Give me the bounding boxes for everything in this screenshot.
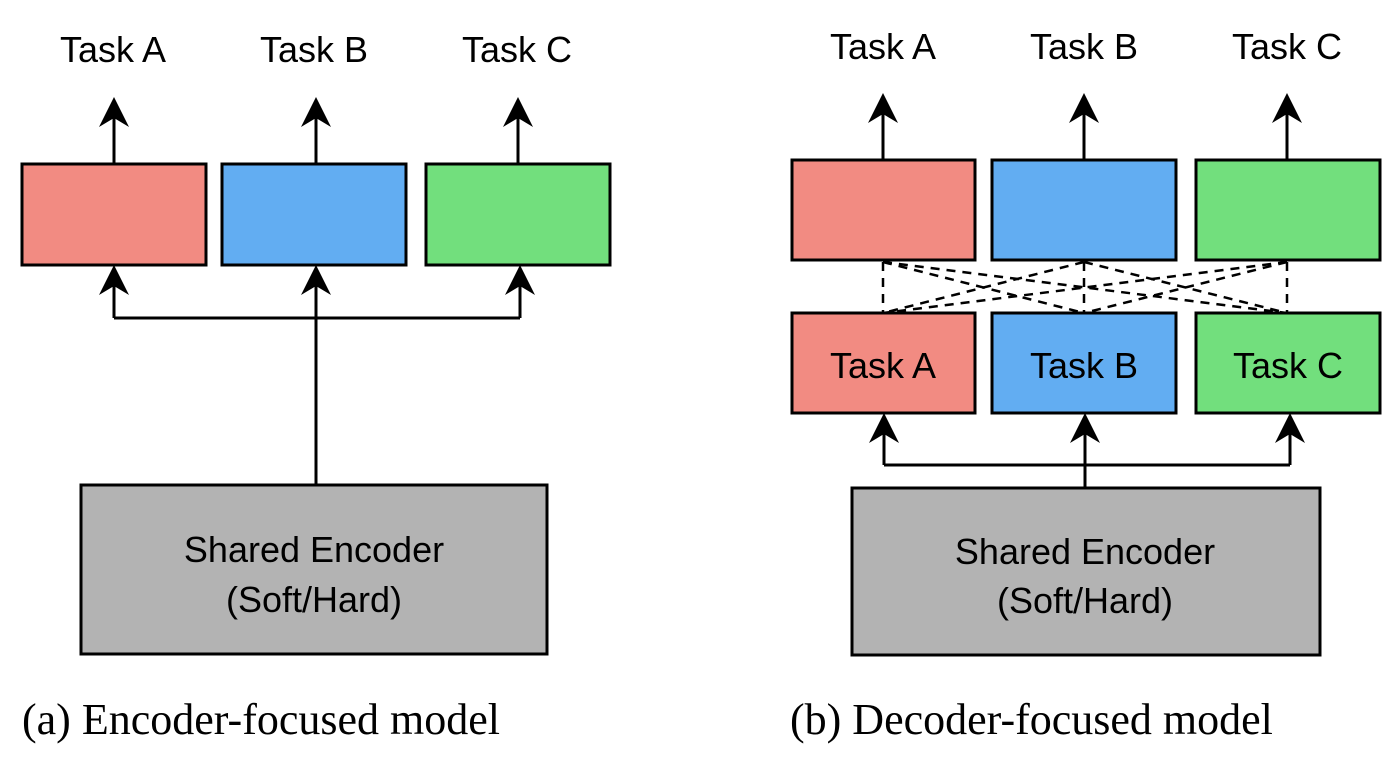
panel-a-output-task-c: Task C [462, 29, 572, 70]
panel-a-task-c-head [424, 162, 612, 267]
panel-b-initial-head-c [1194, 311, 1382, 415]
panel-a: Task A Task B Task C Shared Encoder (Sof… [20, 29, 612, 744]
dashed-link [882, 260, 1288, 315]
panel-a-task-b-head [220, 162, 408, 267]
panel-b-cross-task-connections [881, 260, 1289, 315]
panel-b: Task A Task B Task C Task A Task B Tas [790, 26, 1382, 744]
panel-b-final-head-c [1194, 158, 1382, 262]
panel-b-final-head-b [990, 158, 1178, 262]
panel-b-caption: (b) Decoder-focused model [790, 695, 1273, 744]
panel-a-encoder-sublabel: (Soft/Hard) [226, 579, 402, 620]
panel-b-initial-head-c-label: Task C [1233, 345, 1343, 386]
panel-b-output-task-b: Task B [1030, 26, 1138, 67]
dashed-link [882, 260, 1085, 315]
panel-a-caption: (a) Encoder-focused model [22, 695, 500, 744]
panel-b-initial-head-a-label: Task A [830, 345, 936, 386]
panel-b-output-task-c: Task C [1232, 26, 1342, 67]
panel-b-encoder-sublabel: (Soft/Hard) [997, 580, 1173, 621]
panel-a-output-task-a: Task A [60, 29, 166, 70]
panel-a-encoder-label: Shared Encoder [184, 529, 444, 570]
panel-a-output-task-b: Task B [260, 29, 368, 70]
panel-b-shared-encoder [850, 486, 1322, 657]
panel-b-final-head-a [790, 158, 977, 262]
panel-a-shared-encoder [79, 483, 549, 656]
panel-a-task-a-head [20, 162, 208, 267]
dashed-link [1083, 260, 1288, 315]
dashed-link [882, 260, 1288, 315]
panel-b-initial-head-b-label: Task B [1030, 345, 1138, 386]
panel-b-output-task-a: Task A [830, 26, 936, 67]
panel-b-initial-head-b [990, 311, 1178, 415]
panel-b-encoder-label: Shared Encoder [955, 531, 1215, 572]
panel-b-initial-head-a [790, 311, 977, 415]
